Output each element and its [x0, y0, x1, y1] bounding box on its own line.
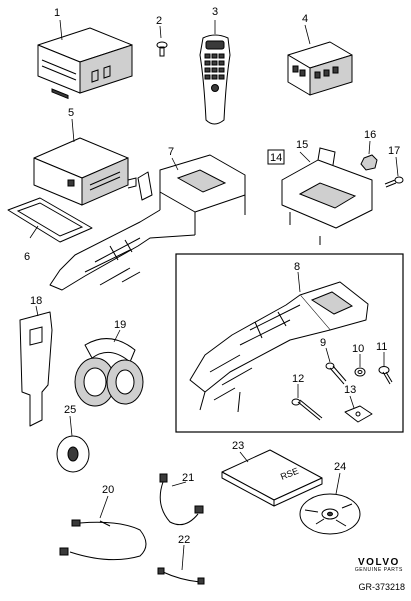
callout-5: 5: [68, 107, 74, 119]
callout-14: 14: [270, 152, 282, 164]
callout-25: 25: [64, 404, 76, 416]
callout-16: 16: [364, 129, 376, 141]
callout-7: 7: [168, 146, 174, 158]
cable-20: [59, 519, 147, 561]
callout-13: 13: [344, 384, 356, 396]
brand-logo: VOLVO GENUINE PARTS: [355, 557, 403, 573]
callout-19: 19: [114, 319, 126, 331]
gasket-pad: [7, 197, 93, 243]
screw-12: [291, 398, 323, 421]
callout-15: 15: [296, 139, 308, 151]
floor-bracket-rail: [189, 281, 369, 413]
callout-10: 10: [352, 343, 364, 355]
callout-23: 23: [232, 440, 244, 452]
dvd-player-unit: [37, 27, 133, 100]
washer: [354, 367, 366, 377]
screw-9: [325, 362, 347, 385]
cable-21: [159, 473, 204, 526]
rse-manual: RSE: [221, 449, 323, 507]
callout-24: 24: [334, 461, 346, 473]
receiver-box: [287, 41, 353, 96]
brand-subtitle: GENUINE PARTS: [354, 567, 403, 573]
callout-4: 4: [302, 13, 308, 25]
nut: [360, 154, 378, 171]
screw-11: [378, 366, 393, 385]
callout-11: 11: [376, 341, 387, 353]
callout-9: 9: [320, 337, 326, 349]
callout-17: 17: [388, 145, 400, 157]
diagram-reference: GR-373218: [358, 582, 405, 592]
clip-nut: [344, 405, 373, 423]
callout-22: 22: [178, 534, 190, 546]
assembly-frame: [175, 253, 404, 433]
callout-1: 1: [54, 7, 60, 19]
callout-12: 12: [292, 373, 304, 385]
callout-18: 18: [30, 295, 42, 307]
remote-control: [199, 34, 231, 125]
mounting-bracket: [49, 154, 246, 291]
cable-22: [157, 567, 205, 585]
callout-8: 8: [294, 261, 300, 273]
control-module: [33, 137, 137, 206]
screw-17: [384, 176, 404, 188]
wireless-headphones: [74, 338, 144, 407]
brand-name: VOLVO: [358, 557, 400, 568]
screw: [156, 41, 168, 57]
disc: [299, 493, 361, 535]
callout-20: 20: [102, 484, 114, 496]
ear-pad: [56, 435, 90, 473]
callout-21: 21: [182, 472, 194, 484]
callout-3: 3: [212, 6, 218, 18]
side-bracket: [19, 311, 53, 427]
callout-2: 2: [156, 15, 162, 27]
support-bracket: [281, 147, 373, 245]
callout-6: 6: [24, 251, 30, 263]
